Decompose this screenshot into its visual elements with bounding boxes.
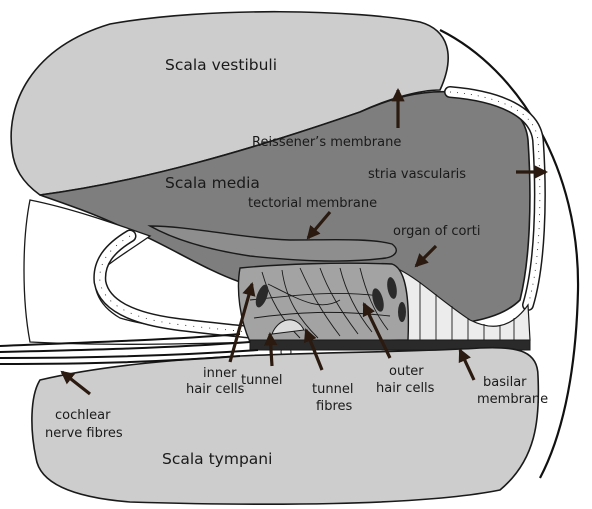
label-outer-hair-cells-1: outer — [389, 364, 424, 379]
label-tunnel-fibres-1: tunnel — [312, 382, 353, 397]
label-reissners-membrane: Reissener’s membrane — [252, 135, 401, 150]
label-tectorial-membrane: tectorial membrane — [248, 196, 377, 211]
label-outer-hair-cells-2: hair cells — [376, 381, 435, 396]
label-stria-vascularis: stria vascularis — [368, 167, 466, 182]
label-inner-hair-cells-1: inner — [203, 366, 237, 381]
label-basilar-membrane-1: basilar — [483, 375, 527, 390]
label-scala-vestibuli: Scala vestibuli — [165, 56, 277, 74]
label-organ-of-corti: organ of corti — [393, 224, 480, 239]
label-basilar-membrane-2: membrane — [477, 392, 548, 407]
label-cochlear-nerve-1: cochlear — [55, 408, 111, 423]
label-cochlear-nerve-2: nerve fibres — [45, 426, 123, 441]
label-tunnel-fibres-2: fibres — [316, 399, 352, 414]
label-scala-tympani: Scala tympani — [162, 450, 272, 468]
label-scala-media: Scala media — [165, 174, 260, 192]
label-inner-hair-cells-2: hair cells — [186, 382, 245, 397]
label-tunnel: tunnel — [241, 373, 282, 388]
arrow-tunnel — [270, 334, 272, 366]
